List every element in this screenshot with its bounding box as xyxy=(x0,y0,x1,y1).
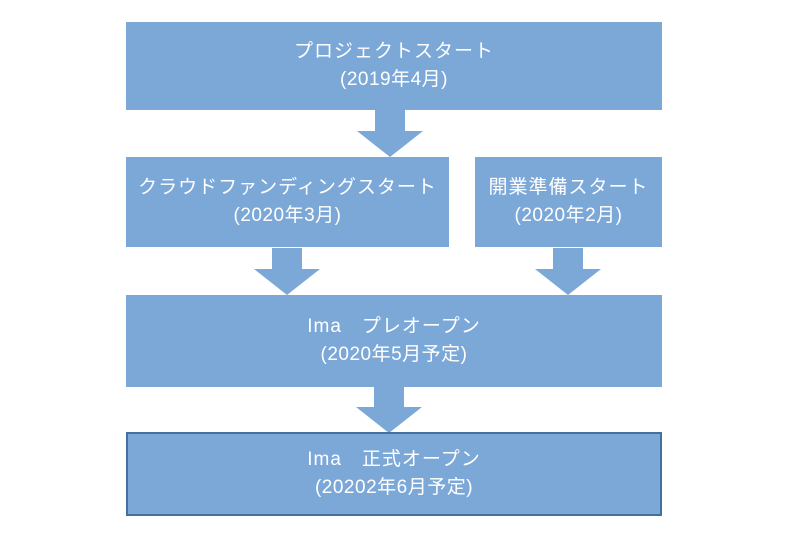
node-sublabel: (2019年4月) xyxy=(340,69,448,90)
down-arrow-icon xyxy=(535,248,601,295)
down-arrow-icon xyxy=(357,110,423,157)
node-sublabel: (2020年5月予定) xyxy=(320,344,468,365)
node-label: 開業準備スタート xyxy=(488,177,649,198)
node-sublabel: (2020年2月) xyxy=(514,205,623,226)
down-arrow-icon xyxy=(254,248,320,295)
node-label: Ima 正式オープン xyxy=(307,449,481,470)
node-pre-open: Ima プレオープン (2020年5月予定) xyxy=(126,295,662,387)
node-label: プロジェクトスタート xyxy=(293,41,494,62)
node-grand-open: Ima 正式オープン (20202年6月予定) xyxy=(126,432,662,516)
node-label: クラウドファンディングスタート xyxy=(138,177,437,198)
node-opening-prep-start: 開業準備スタート (2020年2月) xyxy=(475,157,662,247)
node-crowdfunding-start: クラウドファンディングスタート (2020年3月) xyxy=(126,157,449,247)
node-sublabel: (2020年3月) xyxy=(233,205,342,226)
node-project-start: プロジェクトスタート (2019年4月) xyxy=(126,22,662,110)
node-sublabel: (20202年6月予定) xyxy=(314,477,474,498)
down-arrow-icon xyxy=(356,386,422,433)
node-label: Ima プレオープン xyxy=(307,316,481,337)
